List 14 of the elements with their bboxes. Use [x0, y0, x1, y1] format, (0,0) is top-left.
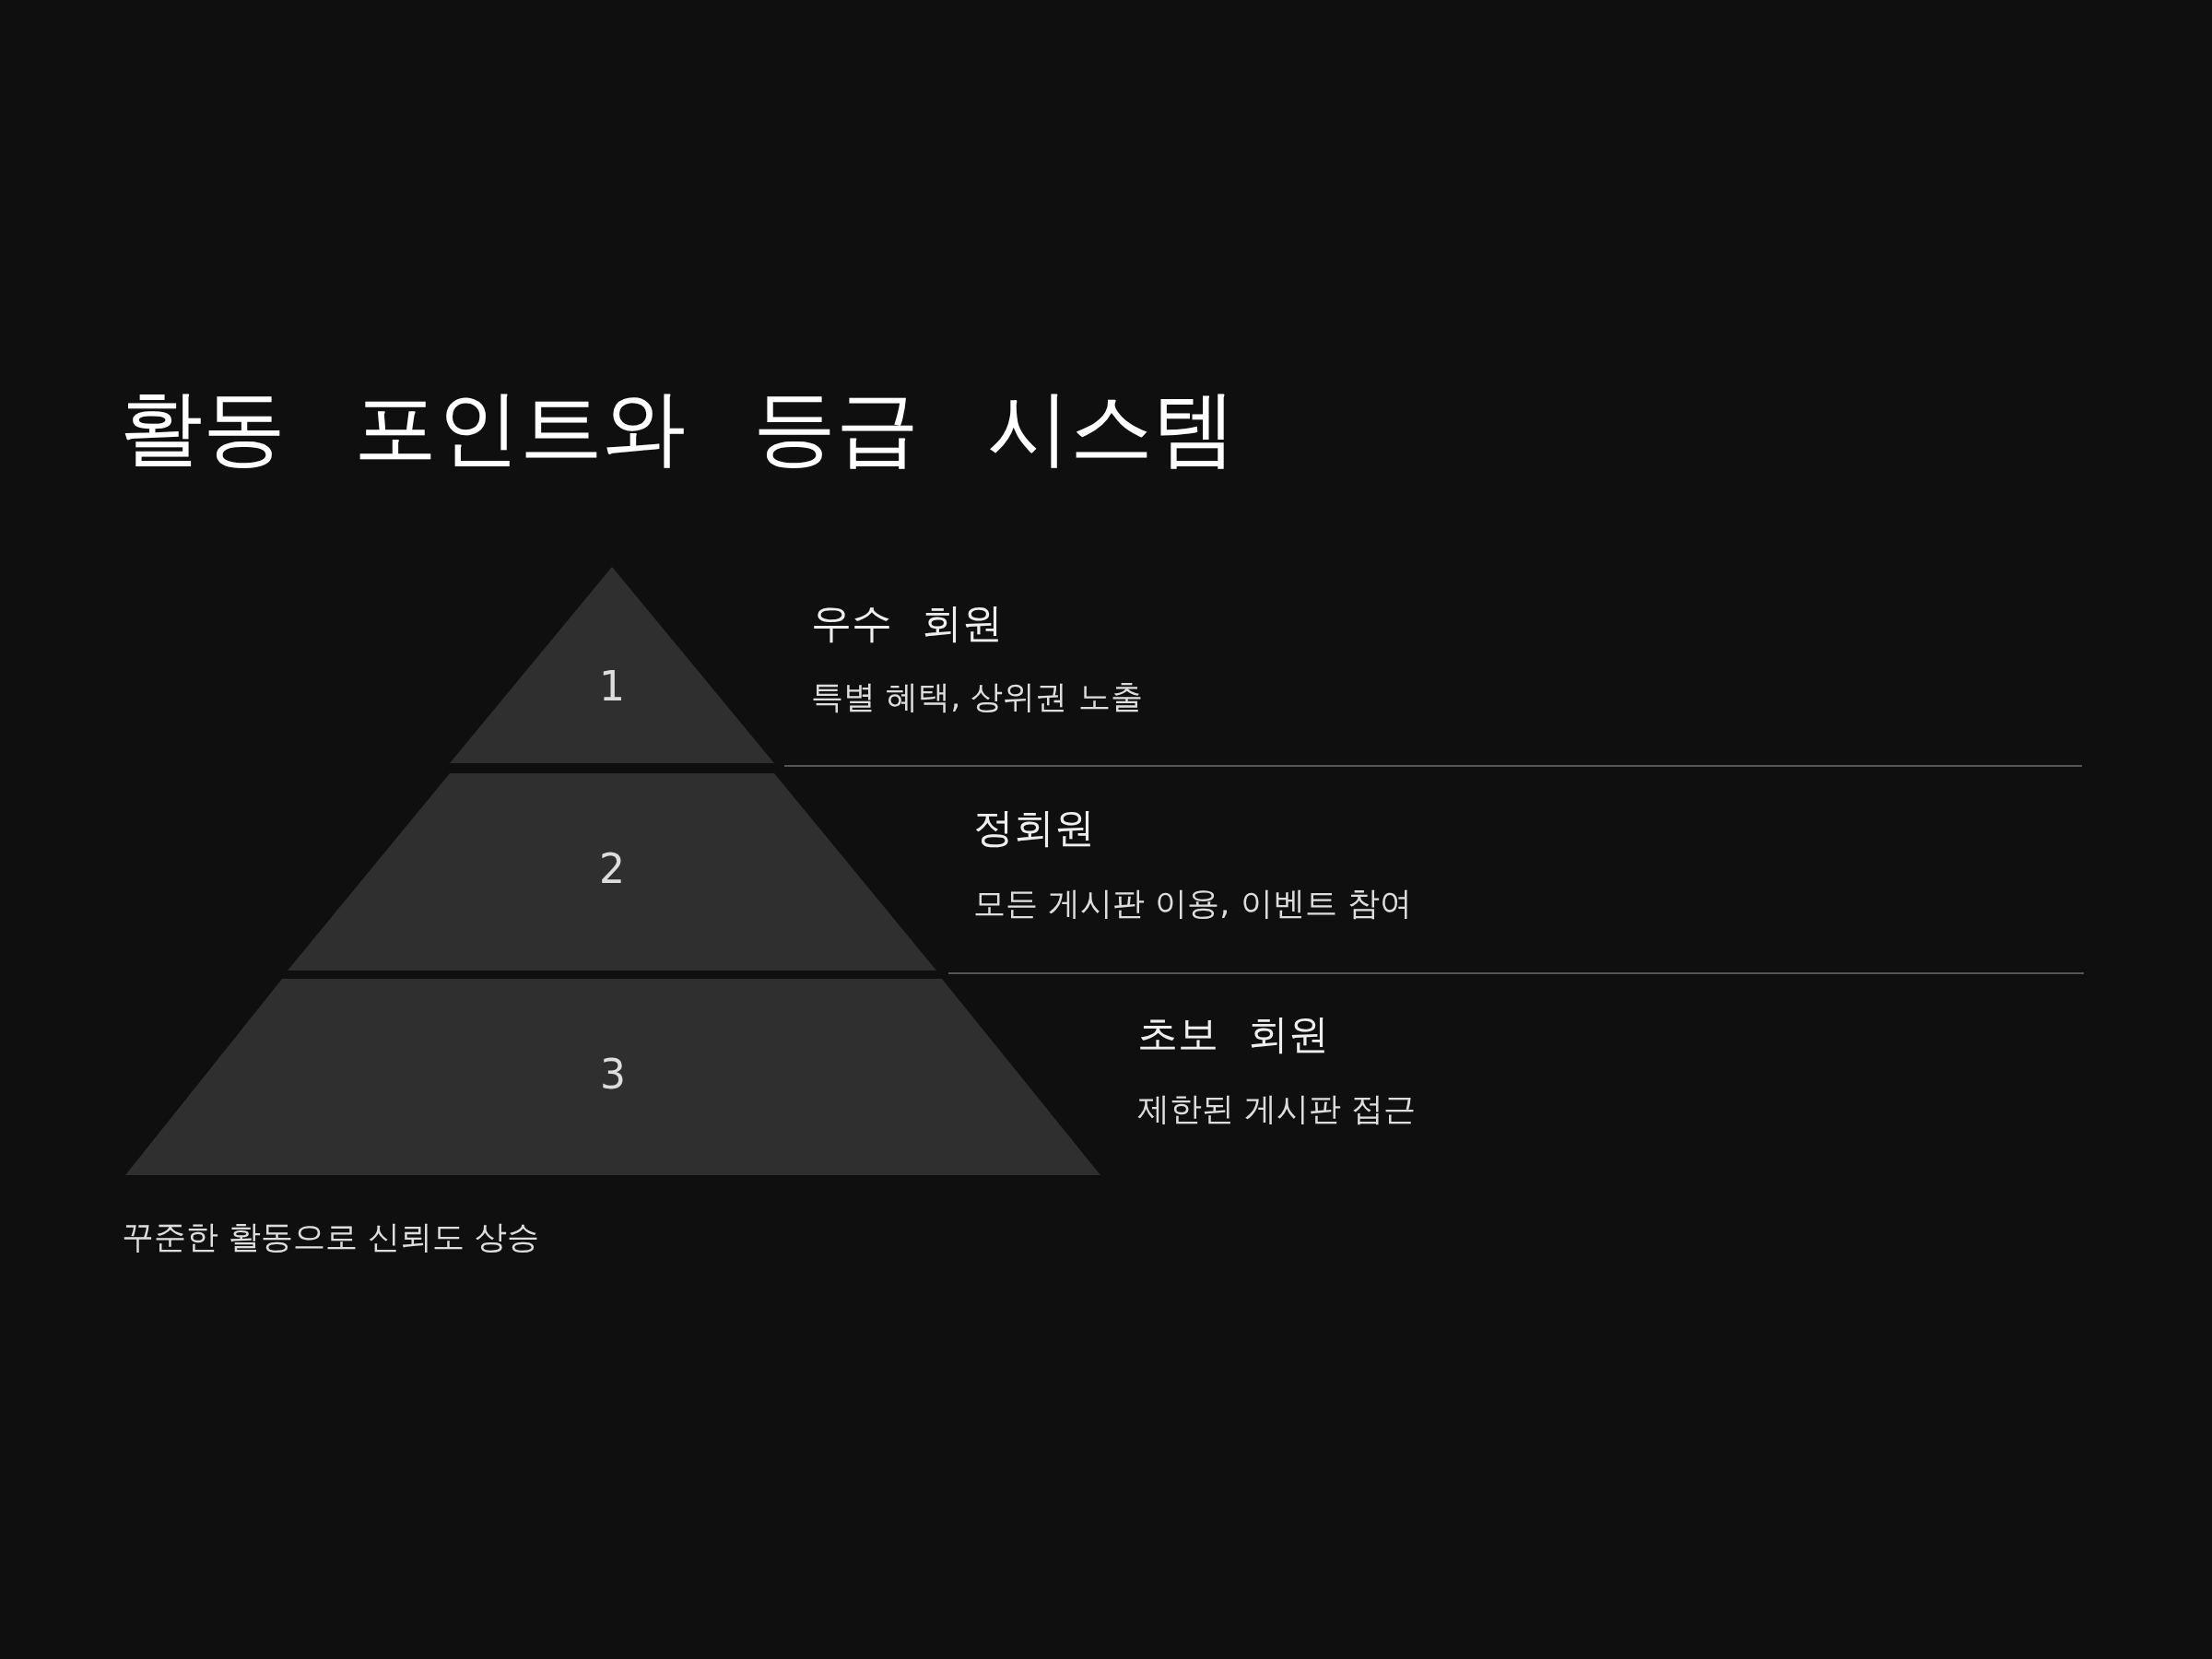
pyramid-tier — [288, 773, 936, 971]
title: 활동 포인트와 등급 시스템 — [120, 378, 1236, 477]
footnote: 꾸준한 활동으로 신뢰도 상승 — [122, 1218, 540, 1256]
tier-number: 3 — [600, 1054, 626, 1095]
tier-heading: 초보 회원 — [1137, 1009, 1329, 1059]
pyramid-tier — [125, 979, 1100, 1175]
tier-description: 특별 혜택, 상위권 노출 — [811, 677, 1143, 716]
tier-description: 제한된 게시판 접근 — [1137, 1089, 1417, 1128]
pyramid-tier — [450, 567, 774, 763]
tier-heading: 정회원 — [973, 803, 1095, 853]
tier-description: 모든 게시판 이용, 이벤트 참여 — [973, 884, 1412, 923]
tier-number: 2 — [599, 849, 625, 889]
tier-heading: 우수 회원 — [811, 598, 1003, 648]
tier-number: 1 — [599, 666, 625, 707]
